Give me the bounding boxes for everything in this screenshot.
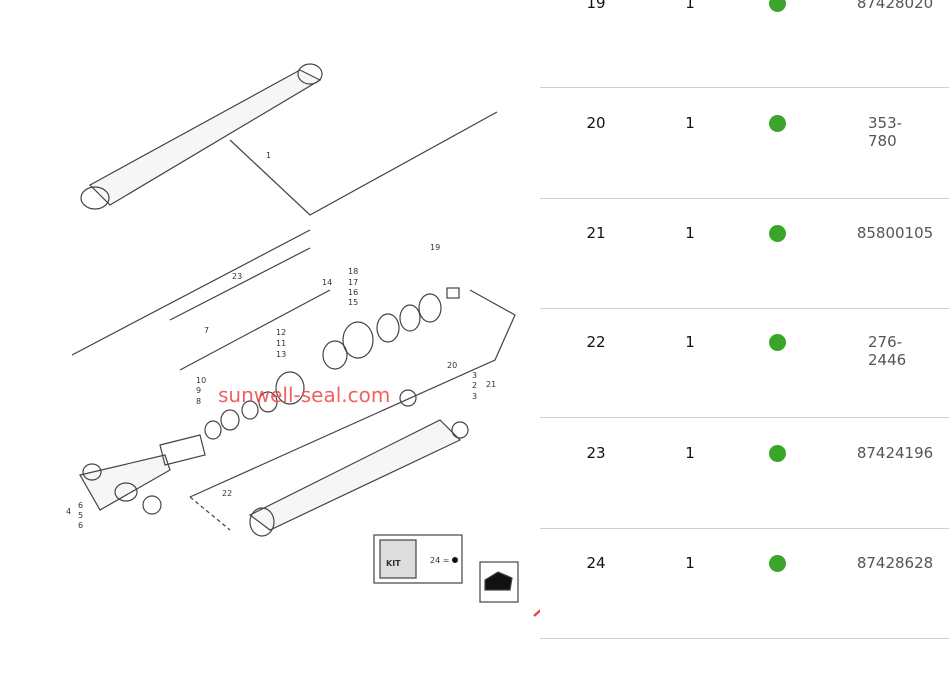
- svg-text:7: 7: [204, 326, 209, 335]
- svg-text:16: 16: [348, 288, 358, 297]
- svg-text:19: 19: [430, 243, 440, 252]
- part-number[interactable]: 87428020: [856, 0, 934, 12]
- svg-text:11: 11: [276, 339, 286, 348]
- svg-text:8: 8: [196, 397, 201, 406]
- table-row[interactable]: 19 1 87428020: [540, 0, 949, 88]
- svg-text:22: 22: [222, 489, 232, 498]
- svg-text:6: 6: [78, 501, 83, 510]
- svg-text:2: 2: [472, 381, 477, 390]
- position: 23: [586, 444, 606, 462]
- table-row[interactable]: 23 1 87424196: [540, 418, 949, 529]
- svg-text:17: 17: [348, 278, 358, 287]
- svg-text:4: 4: [66, 507, 71, 516]
- position: 24: [586, 554, 606, 572]
- svg-text:5: 5: [78, 511, 83, 520]
- availability-dot-icon: [769, 445, 786, 462]
- part-number[interactable]: 85800105: [856, 224, 934, 242]
- part-number[interactable]: 87428628: [856, 554, 934, 572]
- svg-text:3: 3: [472, 392, 477, 401]
- position: 19: [586, 0, 606, 12]
- svg-text:18: 18: [348, 267, 358, 276]
- quantity: 1: [685, 554, 695, 572]
- position: 21: [586, 224, 606, 242]
- svg-text:23: 23: [232, 272, 242, 281]
- quantity: 1: [685, 333, 695, 351]
- quantity: 1: [685, 224, 695, 242]
- availability-dot-icon: [769, 115, 786, 132]
- svg-text:3: 3: [472, 371, 477, 380]
- position: 22: [586, 333, 606, 351]
- part-number[interactable]: 87424196: [856, 444, 934, 462]
- table-row[interactable]: 24 1 87428628: [540, 528, 949, 639]
- svg-text:12: 12: [276, 328, 286, 337]
- position: 20: [586, 114, 606, 132]
- svg-text:14: 14: [322, 278, 332, 287]
- availability-dot-icon: [769, 555, 786, 572]
- availability-dot-icon: [769, 334, 786, 351]
- svg-text:20: 20: [447, 361, 457, 370]
- quantity: 1: [685, 444, 695, 462]
- part-number[interactable]: 353-780: [868, 114, 903, 150]
- svg-text:6: 6: [78, 521, 83, 530]
- availability-dot-icon: [769, 225, 786, 242]
- svg-text:1: 1: [266, 151, 271, 160]
- availability-dot-icon: [769, 0, 786, 12]
- quantity: 1: [685, 114, 695, 132]
- callout-labels: 1 23 7 14 18 17 16 15 19 12 11 13 10 9 8…: [66, 151, 496, 568]
- svg-text:9: 9: [196, 386, 201, 395]
- svg-text:24 =: 24 =: [430, 556, 449, 565]
- svg-text:15: 15: [348, 298, 358, 307]
- svg-text:KIT: KIT: [386, 559, 401, 568]
- exploded-parts-diagram: 1 23 7 14 18 17 16 15 19 12 11 13 10 9 8…: [66, 63, 540, 617]
- table-row[interactable]: 22 1 276-2446: [540, 307, 949, 418]
- part-number[interactable]: 276-2446: [868, 333, 907, 369]
- table-row[interactable]: 20 1 353-780: [540, 88, 949, 199]
- quantity: 1: [685, 0, 695, 12]
- svg-text:21: 21: [486, 380, 496, 389]
- svg-text:10: 10: [196, 376, 206, 385]
- watermark: sunwell-seal.com: [218, 383, 390, 407]
- svg-text:13: 13: [276, 350, 286, 359]
- table-row[interactable]: 21 1 85800105: [540, 198, 949, 309]
